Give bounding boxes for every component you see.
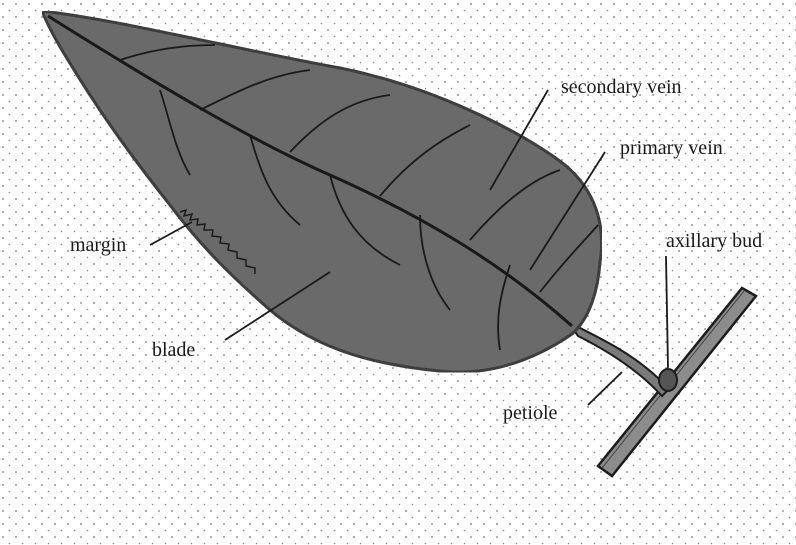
label-axillary-bud: axillary bud [666, 231, 762, 251]
axillary-bud [659, 369, 677, 391]
label-primary-vein: primary vein [620, 138, 723, 158]
label-margin: margin [70, 235, 126, 255]
label-secondary-vein: secondary vein [561, 77, 682, 97]
label-blade: blade [152, 340, 195, 360]
label-petiole: petiole [503, 403, 557, 423]
